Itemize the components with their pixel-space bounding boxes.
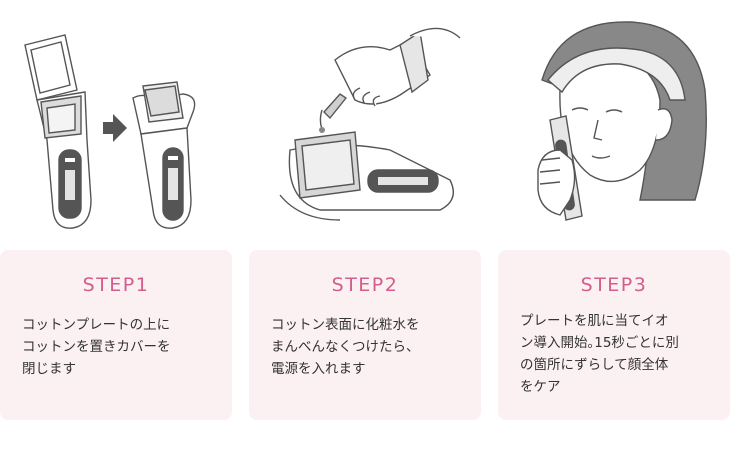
- step-description: コットンプレートの上に コットンを置きカバーを 閉じます: [22, 317, 171, 377]
- step-title: STEP2: [331, 274, 399, 296]
- step-card-2: STEP2 コットン表面に化粧水を まんべんなくつけたら、 電源を入れます: [249, 250, 481, 420]
- hand-bottle-pouring-icon: [319, 28, 460, 133]
- step-description: コットン表面に化粧水を まんべんなくつけたら、 電源を入れます: [271, 317, 420, 377]
- step3-illustration: [520, 0, 730, 240]
- step-title: STEP1: [82, 274, 150, 296]
- step-title: STEP3: [580, 274, 648, 296]
- arrow-right-icon: [103, 114, 127, 142]
- device-cotton-lotion-icon: [280, 132, 453, 220]
- step2-illustration: [260, 0, 470, 240]
- step1-illustration: [15, 0, 220, 240]
- device-with-cotton-icon: [133, 82, 195, 228]
- device-open-lid-icon: [25, 35, 91, 228]
- step-card-1: STEP1 コットンプレートの上に コットンを置きカバーを 閉じます: [0, 250, 232, 420]
- hand-holding-device-icon: [538, 116, 582, 220]
- step-description: プレートを肌に当てイオ ン導入開始｡15秒ごとに別 の箇所にずらして顔全体 をケ…: [520, 313, 679, 395]
- face-with-headband-icon: [542, 22, 706, 200]
- step-card-3: STEP3 プレートを肌に当てイオ ン導入開始｡15秒ごとに別 の箇所にずらして…: [498, 250, 730, 420]
